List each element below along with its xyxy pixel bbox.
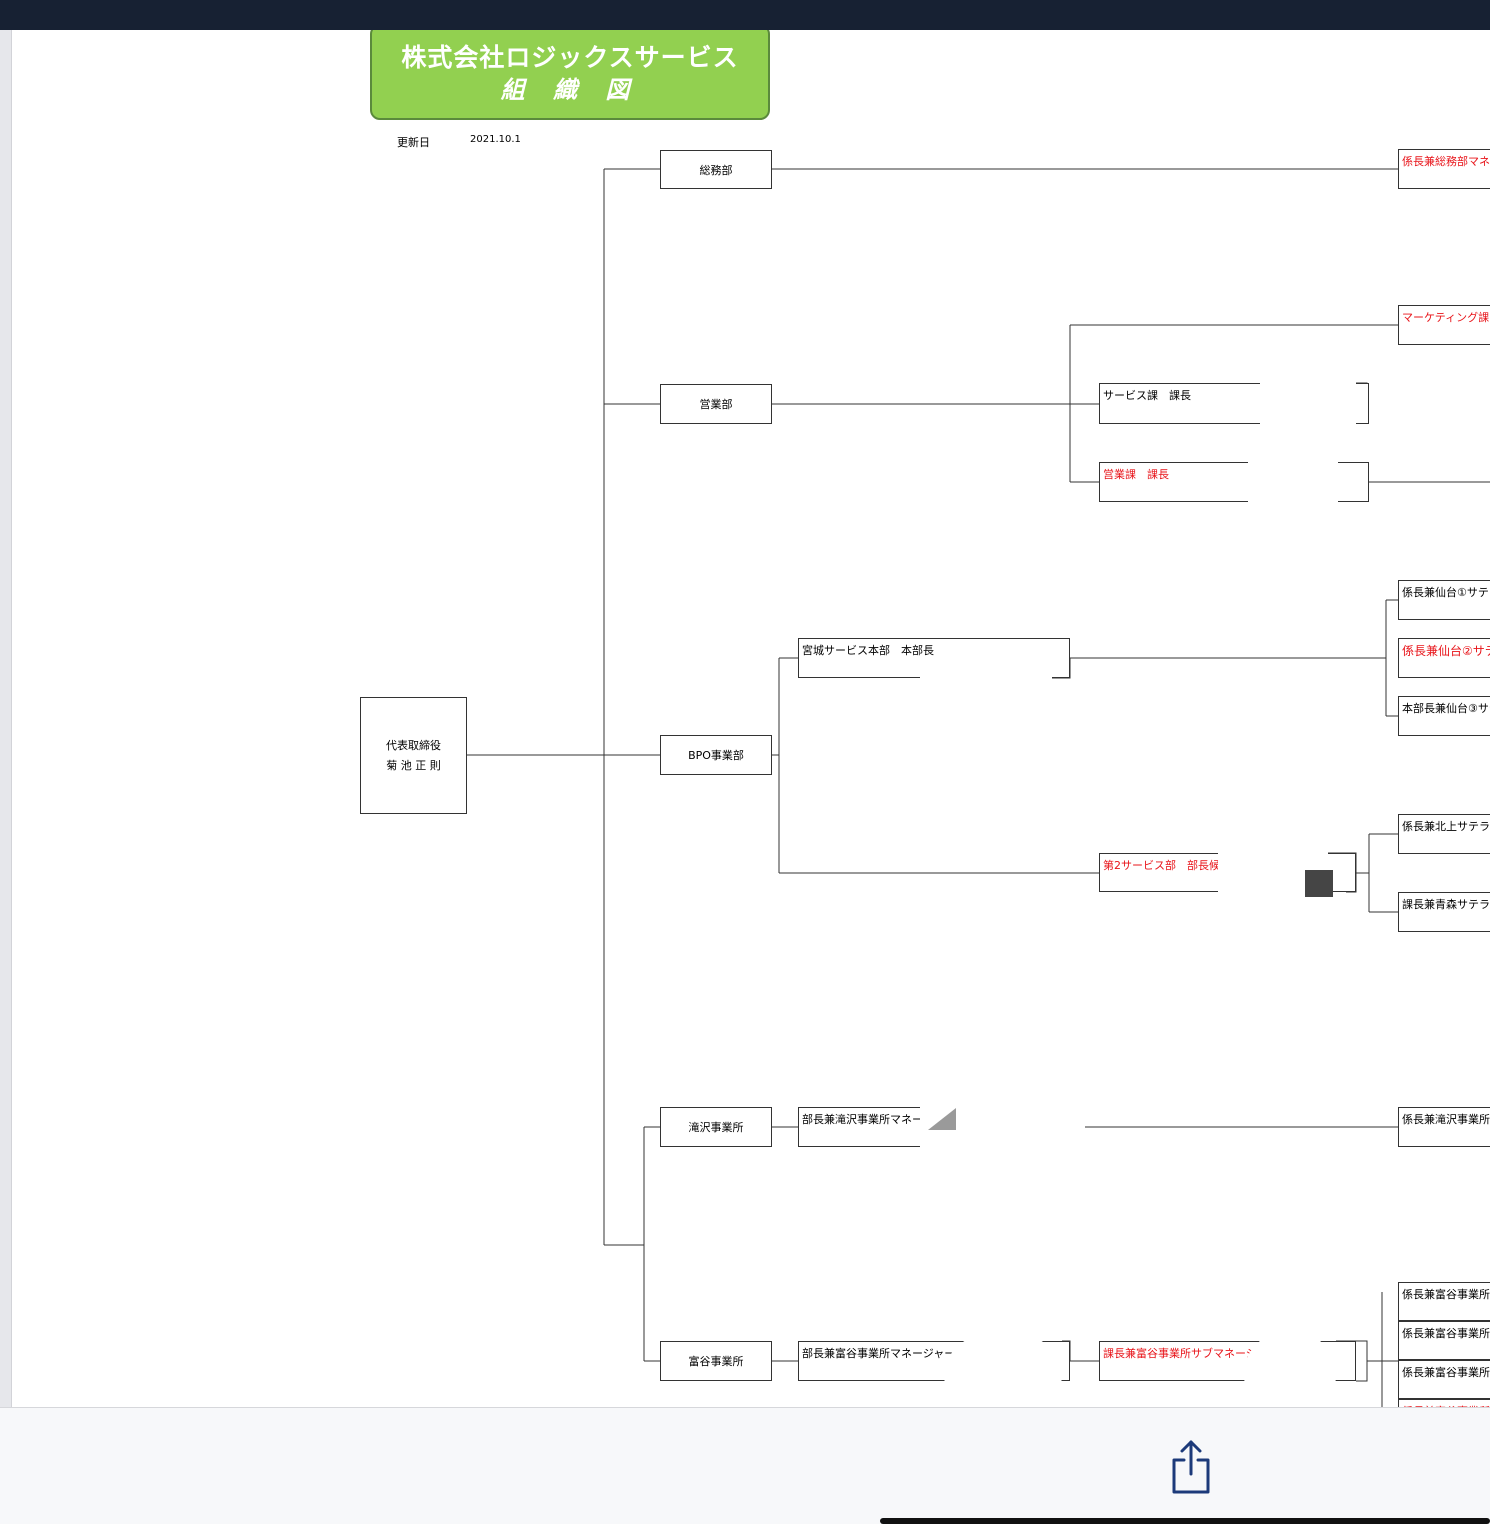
right-tomiya-3: 係長兼富谷事業所 <box>1398 1360 1490 1399</box>
dept-eigyo: 営業部 <box>660 384 772 424</box>
right-takizawa-staff: 係長兼滝沢事業所 <box>1398 1107 1490 1147</box>
updated-date-value: 2021.10.1 <box>470 134 521 145</box>
redaction-mark <box>1260 370 1356 430</box>
share-icon <box>1172 1440 1210 1494</box>
right-kitakami: 係長兼北上サテライト <box>1398 814 1490 854</box>
status-bar <box>0 0 1490 30</box>
org-chart-page: 株式会社ロジックスサービス 組 織 図 更新日 2021.10.1 代表取締役 … <box>12 30 1490 1407</box>
right-marketing: マーケティング課 <box>1398 305 1490 345</box>
redaction-mark <box>920 658 1052 693</box>
bottom-toolbar <box>0 1407 1490 1524</box>
company-name: 株式会社ロジックスサービス <box>401 43 739 72</box>
redaction-mark <box>944 1330 1062 1407</box>
dept-bpo: BPO事業部 <box>660 735 772 775</box>
share-button[interactable] <box>1166 1438 1216 1496</box>
dept-takizawa: 滝沢事業所 <box>660 1107 772 1147</box>
redaction-mark <box>1248 450 1338 510</box>
right-sendai-1: 係長兼仙台①サテライト <box>1398 580 1490 620</box>
ceo-box: 代表取締役 菊 池 正 則 <box>360 697 467 814</box>
home-indicator <box>880 1518 1490 1524</box>
right-sendai-3: 本部長兼仙台③サテライト <box>1398 696 1490 736</box>
right-aomori: 課長兼青森サテライト <box>1398 892 1490 932</box>
connector-lines <box>467 168 1490 1407</box>
right-tomiya-2: 係長兼富谷事業所 <box>1398 1321 1490 1360</box>
title-banner: 株式会社ロジックスサービス 組 織 図 <box>370 30 770 120</box>
right-tomiya-1: 係長兼富谷事業所 <box>1398 1282 1490 1321</box>
right-sendai-2: 係長兼仙台②サテライト <box>1398 638 1490 678</box>
dept-soumu: 総務部 <box>660 150 772 189</box>
updated-date-label: 更新日 <box>397 136 430 149</box>
redaction-mark <box>1305 870 1333 897</box>
right-soumu-manager: 係長兼総務部マネージャー <box>1398 149 1490 189</box>
redaction-mark <box>1244 1330 1336 1407</box>
ceo-name: 菊 池 正 則 <box>386 758 441 772</box>
dept-tomiya: 富谷事業所 <box>660 1341 772 1381</box>
redaction-mark <box>928 1108 956 1130</box>
ceo-title: 代表取締役 <box>386 738 441 752</box>
page-thumbnail-rail <box>0 30 12 1407</box>
right-tomiya-4: 係長兼富谷事業所 <box>1398 1399 1490 1407</box>
chart-subtitle: 組 織 図 <box>500 76 640 104</box>
